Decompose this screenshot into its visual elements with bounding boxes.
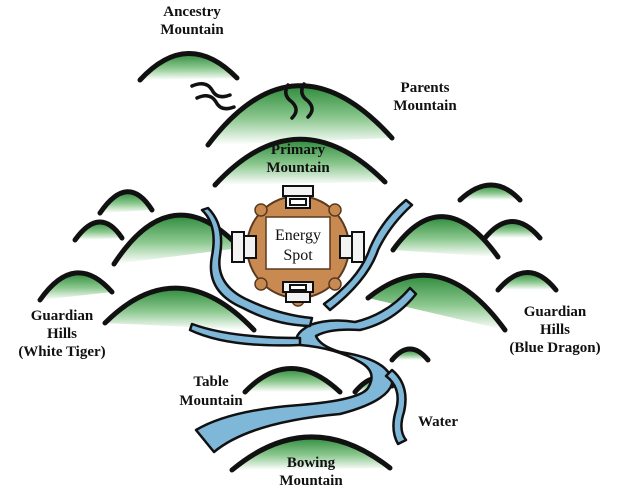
guardian-right-label-line3: (Blue Dragon) [509,340,600,356]
bowing-label-line2: Mountain [279,473,343,489]
left-hill-4 [37,270,115,303]
ancestry-mountain-hill [137,51,240,83]
water-left-lower-stream [188,322,302,347]
right-hill-4 [495,270,559,293]
table-mountain-hill-far-right [389,346,431,363]
energy-spot-center [265,216,331,270]
temple-left-icon [231,231,257,263]
ancestry-label-line2: Mountain [160,22,224,38]
table-label-line2: Mountain [179,393,243,409]
labels: Ancestry Mountain Parents Mountain Prima… [18,4,600,489]
left-hill-2 [72,219,125,243]
hills [37,51,559,473]
guardian-left-label-line1: Guardian [31,308,94,324]
bowing-mountain-hill [229,434,393,473]
bowing-label-line1: Bowing [287,455,336,471]
right-hill-5 [365,272,508,333]
parents-label-line1: Parents [401,80,450,96]
guardian-left-label-line2: Hills [47,326,77,342]
primary-mountain-hill [212,136,388,188]
energy-spot-label-line2: Spot [283,247,313,264]
temple-bottom-icon [282,281,314,303]
right-hill-3 [390,214,501,260]
temple-right-icon [339,231,365,263]
energy-spot-label-line1: Energy [275,227,321,244]
guardian-left-label-line3: (White Tiger) [18,344,105,360]
water-right-stream [322,198,414,312]
temple-icons [231,185,365,303]
table-label-line1: Table [193,374,229,390]
energy-spot: Energy Spot [231,185,365,307]
ancestry-label-line1: Ancestry [163,4,221,20]
parents-mountain-hill [205,83,395,148]
guardian-right-label-line2: Hills [540,322,570,338]
right-hill-1 [457,182,523,203]
primary-label-line1: Primary [271,142,326,158]
table-mountain-hill-left [242,366,343,395]
right-hill-2 [482,219,543,241]
water-main-river [194,286,418,454]
left-hill-1 [97,189,155,216]
parents-label-line2: Mountain [393,98,457,114]
water-left-stream [200,206,314,328]
left-hill-5 [102,285,257,333]
primary-label-line2: Mountain [266,160,330,176]
guardian-right-label-line1: Guardian [524,304,587,320]
water-lower-meander [384,368,408,446]
left-hill-3 [111,212,243,267]
temple-top-icon [282,185,314,209]
water-streams [188,198,418,454]
energy-flow-lines [190,82,314,120]
water-label: Water [418,414,458,430]
